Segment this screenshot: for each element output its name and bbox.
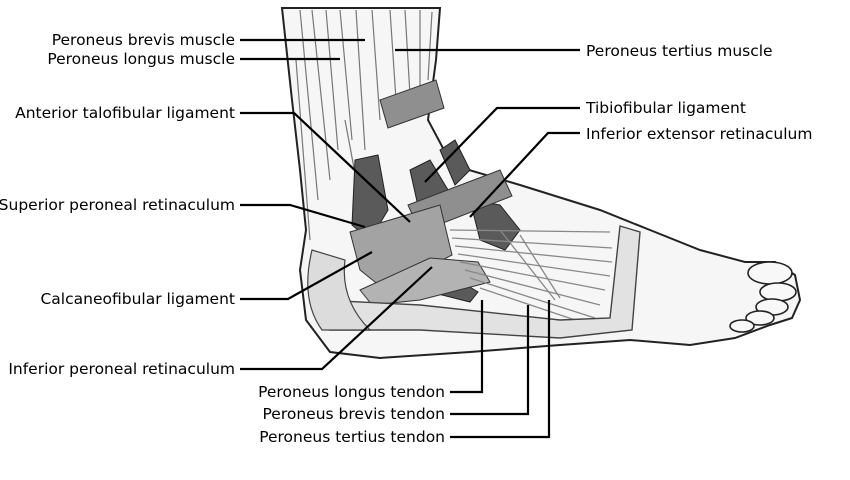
labels: Peroneus brevis muscle Peroneus longus m… bbox=[0, 31, 812, 446]
leader-superior-peroneal-retinaculum bbox=[240, 203, 366, 229]
heel-pad bbox=[307, 249, 372, 331]
tibiofibular-band bbox=[379, 79, 445, 129]
leader-lines bbox=[240, 38, 580, 439]
label-tibiofibular-ligament: Tibiofibular ligament bbox=[585, 99, 746, 117]
leader-inferior-peroneal-retinaculum bbox=[240, 266, 433, 371]
label-peroneus-longus-tendon: Peroneus longus tendon bbox=[258, 383, 445, 401]
foot-tendons bbox=[449, 229, 613, 326]
label-peroneus-tertius-muscle: Peroneus tertius muscle bbox=[586, 42, 773, 60]
label-peroneus-longus-muscle: Peroneus longus muscle bbox=[47, 50, 235, 68]
ligament-bands bbox=[349, 79, 513, 306]
label-superior-peroneal-retinaculum: Superior peroneal retinaculum bbox=[0, 196, 235, 214]
leader-tibiofibular-ligament bbox=[424, 106, 580, 183]
ankle-illustration bbox=[280, 7, 802, 360]
label-calcaneofibular-ligament: Calcaneofibular ligament bbox=[40, 290, 235, 308]
label-peroneus-tertius-tendon: Peroneus tertius tendon bbox=[259, 428, 445, 446]
leader-anterior-talofibular-ligament bbox=[240, 111, 411, 223]
label-anterior-talofibular-ligament: Anterior talofibular ligament bbox=[15, 104, 235, 122]
leader-inferior-extensor-retinaculum bbox=[469, 131, 580, 218]
leader-calcaneofibular-ligament bbox=[240, 251, 373, 301]
toes bbox=[729, 261, 797, 333]
leader-peroneus-tertius-tendon bbox=[450, 300, 551, 439]
leader-peroneus-longus-tendon bbox=[450, 300, 484, 394]
label-inferior-extensor-retinaculum: Inferior extensor retinaculum bbox=[586, 125, 812, 143]
leader-peroneus-brevis-tendon bbox=[450, 305, 530, 416]
label-inferior-peroneal-retinaculum: Inferior peroneal retinaculum bbox=[8, 360, 235, 378]
label-peroneus-brevis-tendon: Peroneus brevis tendon bbox=[262, 405, 445, 423]
label-peroneus-brevis-muscle: Peroneus brevis muscle bbox=[52, 31, 235, 49]
sole-tendon-sheath bbox=[319, 225, 641, 339]
